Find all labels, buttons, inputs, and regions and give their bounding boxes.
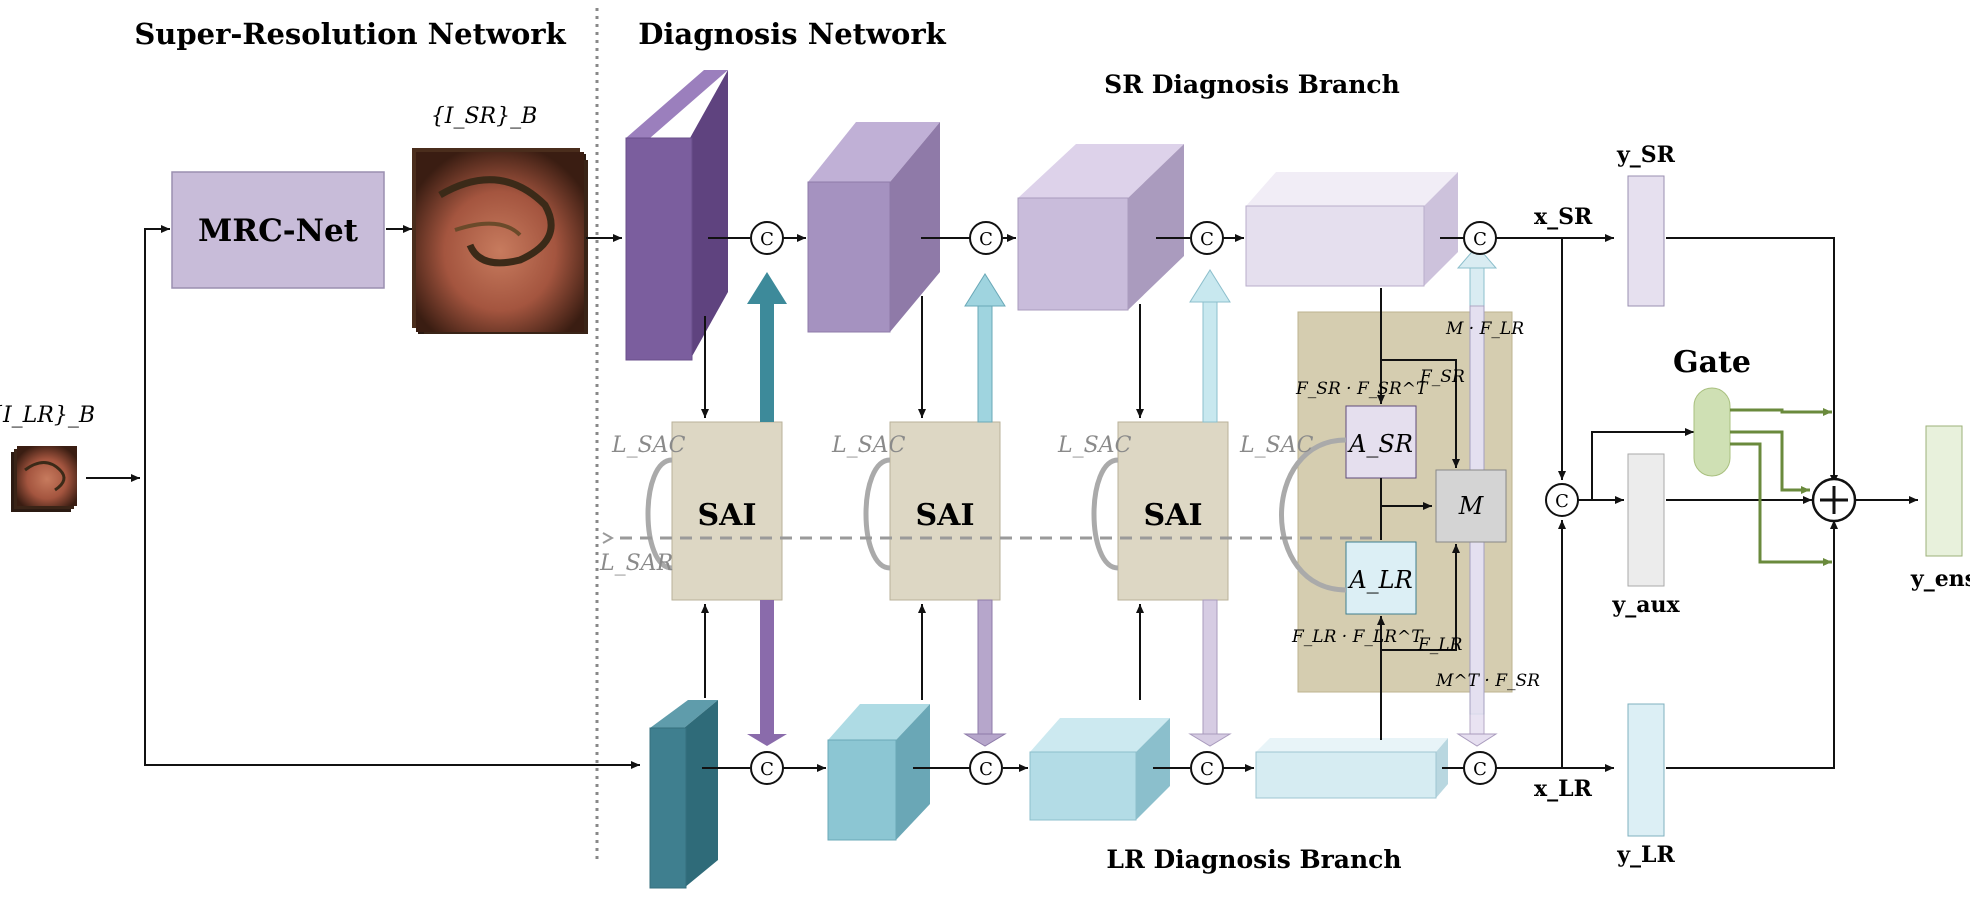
sr-feature-block-3 — [1017, 144, 1184, 311]
y-aux-box — [1627, 453, 1665, 587]
mrc-net-box — [171, 171, 385, 289]
head-lines — [1496, 234, 1918, 772]
lr-branch-label: LR Diagnosis Branch — [1106, 845, 1401, 874]
concat-sr-2-label: C — [979, 229, 993, 250]
l-sac-label-1: L_SAC — [611, 433, 686, 458]
l-sac-label-4: L_SAC — [1239, 433, 1314, 458]
m-flr-label: M · F_LR — [1445, 319, 1524, 339]
concat-aux-label: C — [1555, 491, 1569, 512]
a-sr-label: A_SR — [1347, 430, 1413, 458]
y-sr-label: y_SR — [1616, 142, 1676, 168]
concat-sr-1 — [750, 221, 784, 255]
m-box — [1435, 469, 1507, 543]
l-sac-label-3: L_SAC — [1057, 433, 1132, 458]
l-sar-label: L_SAR — [599, 551, 673, 576]
f-lr-label: F_LR — [1417, 635, 1463, 655]
concat-lr-1-label: C — [760, 759, 774, 780]
sai-label-1: SAI — [698, 498, 757, 533]
a-lr-label: A_LR — [1347, 566, 1412, 594]
concat-sr-3-label: C — [1200, 229, 1214, 250]
f-sr-label: F_SR — [1419, 367, 1465, 387]
sai-label-3: SAI — [1144, 498, 1203, 533]
y-sr-box — [1627, 175, 1665, 307]
sr-feature-block-1 — [625, 70, 728, 361]
sai-connectors — [701, 296, 1144, 700]
concat-sr-3 — [1190, 221, 1224, 255]
lr-feature-block-4 — [1255, 738, 1448, 799]
f-lr-ft-label: F_LR · F_LR^T — [1291, 627, 1424, 647]
gate-arrows — [1730, 408, 1832, 566]
concat-lr-3 — [1190, 751, 1224, 785]
sai-block-2: SAI — [889, 421, 1001, 601]
concat-lr-3-label: C — [1200, 759, 1214, 780]
m-label: M — [1458, 492, 1485, 520]
sai-label-2: SAI — [916, 498, 975, 533]
sr-images-label: {I_SR}_B — [431, 104, 538, 129]
sr-feature-block-2 — [807, 122, 940, 333]
sr-image-stack — [412, 148, 588, 334]
gate-box — [1693, 387, 1731, 477]
sr-network-title: Super-Resolution Network — [134, 17, 566, 51]
coupling-arrows — [747, 269, 1232, 747]
lr-feature-block-2 — [827, 704, 930, 841]
concat-sr-1-label: C — [760, 229, 774, 250]
y-ens-label: y_ens — [1910, 566, 1970, 592]
concat-lr-2-label: C — [979, 759, 993, 780]
sac-loss-arcs — [645, 437, 1347, 593]
sai-block-3: SAI — [1117, 421, 1229, 601]
concat-lr-2 — [969, 751, 1003, 785]
diagnosis-network-title: Diagnosis Network — [638, 17, 946, 51]
attention-lines — [1377, 288, 1460, 740]
lr-images-label: {I_LR}_B — [0, 403, 95, 428]
x-lr-label: x_LR — [1534, 776, 1593, 802]
sr-feature-block-4 — [1245, 172, 1458, 287]
concat-sr-4-label: C — [1473, 229, 1487, 250]
f-sr-ft-label: F_SR · F_SR^T — [1295, 379, 1429, 399]
gate-label: Gate — [1673, 345, 1751, 380]
x-sr-label: x_SR — [1534, 204, 1593, 230]
sr-branch-label: SR Diagnosis Branch — [1104, 70, 1400, 99]
concat-sr-2 — [969, 221, 1003, 255]
lr-feature-block-1 — [649, 700, 718, 889]
mrc-net-label: MRC-Net — [198, 213, 359, 249]
l-sac-label-2: L_SAC — [831, 433, 906, 458]
lr-image-stack — [11, 446, 77, 512]
y-lr-box — [1627, 703, 1665, 837]
mt-fsr-label: M^T · F_SR — [1435, 671, 1540, 691]
y-ens-box — [1925, 425, 1963, 557]
concat-lr-4-label: C — [1473, 759, 1487, 780]
concat-circles — [750, 221, 1579, 785]
a-lr-box — [1345, 541, 1417, 615]
y-lr-label: y_LR — [1616, 842, 1675, 868]
lr-feature-block-3 — [1029, 718, 1170, 821]
y-aux-label: y_aux — [1611, 592, 1680, 618]
concat-lr-1 — [750, 751, 784, 785]
sai-block-1: SAI — [671, 421, 783, 601]
